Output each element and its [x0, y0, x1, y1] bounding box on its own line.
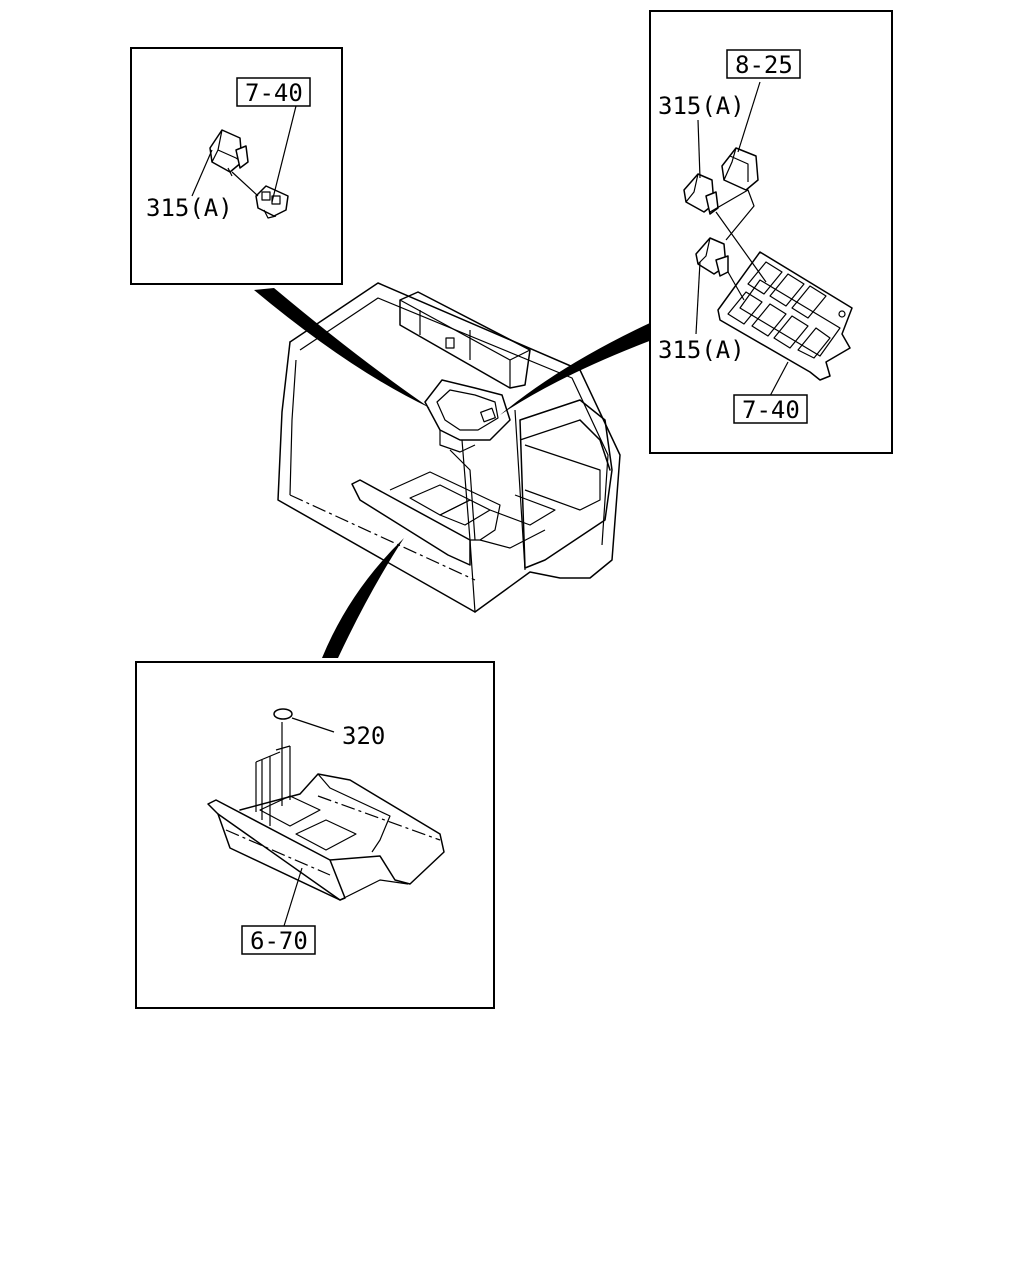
ref-label-6-70: 6-70 [250, 927, 308, 955]
switch-315a-lower-icon [695, 237, 729, 277]
ref-box-6-70 [241, 925, 316, 955]
clip-320-icon [273, 708, 293, 720]
ref-box-7-40-top-left [236, 77, 311, 107]
floor-panel-6-70-icon [207, 773, 445, 901]
ref-box-7-40-top-right [733, 394, 808, 424]
ref-box-8-25 [726, 49, 801, 79]
part-label-320: 320 [342, 722, 385, 750]
switch-315a-icon [209, 129, 249, 177]
detail-box-bottom: 320 6-70 [135, 661, 495, 1009]
part-label-315a-lower: 315(A) [658, 336, 745, 364]
leader-wedge-top-left [254, 288, 430, 408]
leader-wedge-bottom [322, 538, 404, 658]
part-label-315a-top-left: 315(A) [146, 194, 233, 222]
switch-cover-8-25-icon [721, 147, 759, 191]
detail-box-top-left: 7-40 315(A) [130, 47, 343, 285]
switch-panel-7-40-icon [717, 251, 853, 381]
ref-label-7-40-top-left: 7-40 [245, 79, 303, 107]
part-label-315a-upper: 315(A) [658, 92, 745, 120]
ref-label-7-40-top-right: 7-40 [742, 396, 800, 424]
vehicle-cab-illustration [277, 282, 621, 613]
detail-box-top-right: 8-25 315(A) 315(A) [649, 10, 893, 454]
ref-label-8-25: 8-25 [735, 51, 793, 79]
